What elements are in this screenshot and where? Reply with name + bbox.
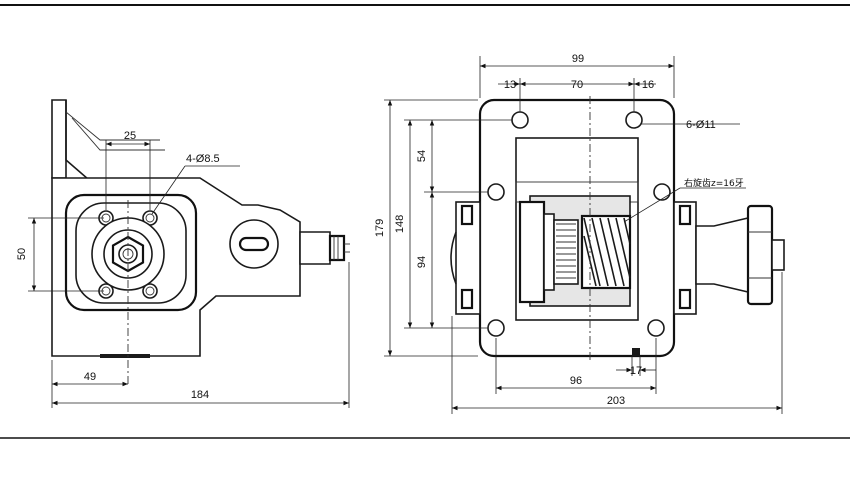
gear-end-plate	[518, 200, 546, 304]
drain-plug	[632, 348, 640, 356]
flange-hole-2	[625, 111, 643, 129]
mount-flange-inner	[75, 202, 187, 304]
bolt-hole-br-inner	[145, 286, 155, 296]
bracket-rib-2	[71, 117, 165, 151]
dim-overall-width-right: 203	[607, 395, 625, 407]
right-dimensions: 99 13 70 16 6-Ø11 右旋齿z=16牙 179 148 54 9	[374, 53, 783, 414]
output-shaft	[771, 239, 785, 271]
dim-hole-note: 6-Ø11	[686, 119, 716, 131]
left-bolt-top	[460, 204, 474, 226]
left-side-view	[51, 99, 350, 385]
bottom-shims	[100, 354, 150, 358]
bolt-hole-tr-inner	[145, 213, 155, 223]
bracket-rib	[65, 111, 160, 141]
dim-inner-height: 148	[394, 215, 406, 233]
dim-width-top: 99	[572, 53, 584, 65]
dim-side-offset: 49	[84, 371, 96, 383]
left-dimensions: 25 4-Ø8.5 50 49 184	[16, 130, 350, 408]
flange-hole-1	[511, 111, 529, 129]
side-mount-plate	[51, 99, 67, 179]
flange-hole-6	[647, 319, 665, 337]
connector-nut	[328, 234, 346, 262]
right-front-view	[450, 96, 785, 360]
spline	[553, 219, 579, 285]
dim-left-offset: 13	[504, 79, 516, 91]
connector-body	[299, 231, 331, 265]
shifter-slot	[238, 236, 270, 252]
flange-hole-3	[487, 183, 505, 201]
dim-small-offset: 17	[630, 365, 642, 377]
bracket-top	[65, 100, 180, 187]
right-bolt-bottom	[678, 288, 692, 310]
output-flange	[746, 204, 774, 306]
gear-hub	[543, 213, 555, 291]
shaft-boss-mid	[103, 229, 153, 279]
output-flange-cone	[695, 216, 749, 294]
bolt-hole-br	[142, 283, 158, 299]
left-bolt-bottom	[460, 288, 474, 310]
dim-center-span: 70	[571, 79, 583, 91]
dim-bottom-span: 96	[570, 375, 582, 387]
dim-bolt-note: 4-Ø8.5	[186, 153, 220, 165]
dim-overall-height: 179	[374, 219, 386, 237]
right-bolt-top	[678, 204, 692, 226]
helical-gear	[580, 214, 632, 290]
dim-side-height: 50	[16, 248, 28, 260]
dim-upper-span: 54	[416, 150, 428, 162]
flange-hole-4	[653, 183, 671, 201]
dim-lower-span: 94	[416, 256, 428, 268]
flange-hole-5	[487, 319, 505, 337]
left-cover-curve	[450, 231, 457, 285]
dim-gear-note: 右旋齿z=16牙	[684, 177, 744, 189]
dim-bolt-spacing: 25	[124, 130, 136, 142]
dim-right-offset: 16	[642, 79, 654, 91]
dim-overall-width-left: 184	[191, 389, 209, 401]
